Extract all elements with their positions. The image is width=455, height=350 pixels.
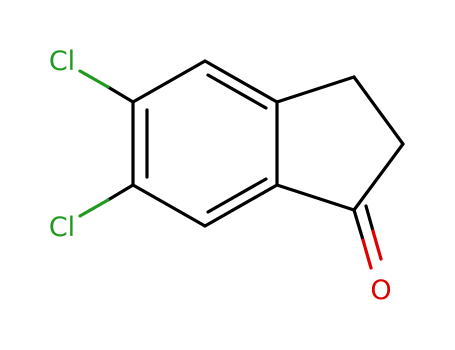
bond-carbonyl-1 [352,208,365,242]
bond-c9-cl2-green [78,198,110,218]
bond-c7-c8 [203,183,279,228]
bond-carbonyl-2 [364,204,375,233]
bond-c6-c6-inner [206,73,268,110]
bond-c7-c8-inner [206,177,268,214]
bond-c9-cl2 [106,183,135,202]
bond-c8-c9 [131,183,207,228]
bond-ch2a-ch2b [352,75,405,146]
bond-co-c7 [275,183,356,212]
bond-c4-cl1 [106,85,135,104]
bond-ch2b-co [352,142,405,212]
bond-carbonyl-1-o [361,238,373,270]
atom-label-cl-top: Cl [49,46,75,77]
bond-c5-c6 [203,59,279,104]
bond-c6-ch2a [275,75,356,104]
atom-label-oxygen: O [370,275,391,306]
bond-c4-cl1-green [78,69,110,89]
bond-c4-c5 [131,59,207,104]
bond-carbonyl-2-o [371,229,383,261]
atom-label-cl-bottom: Cl [49,212,75,243]
